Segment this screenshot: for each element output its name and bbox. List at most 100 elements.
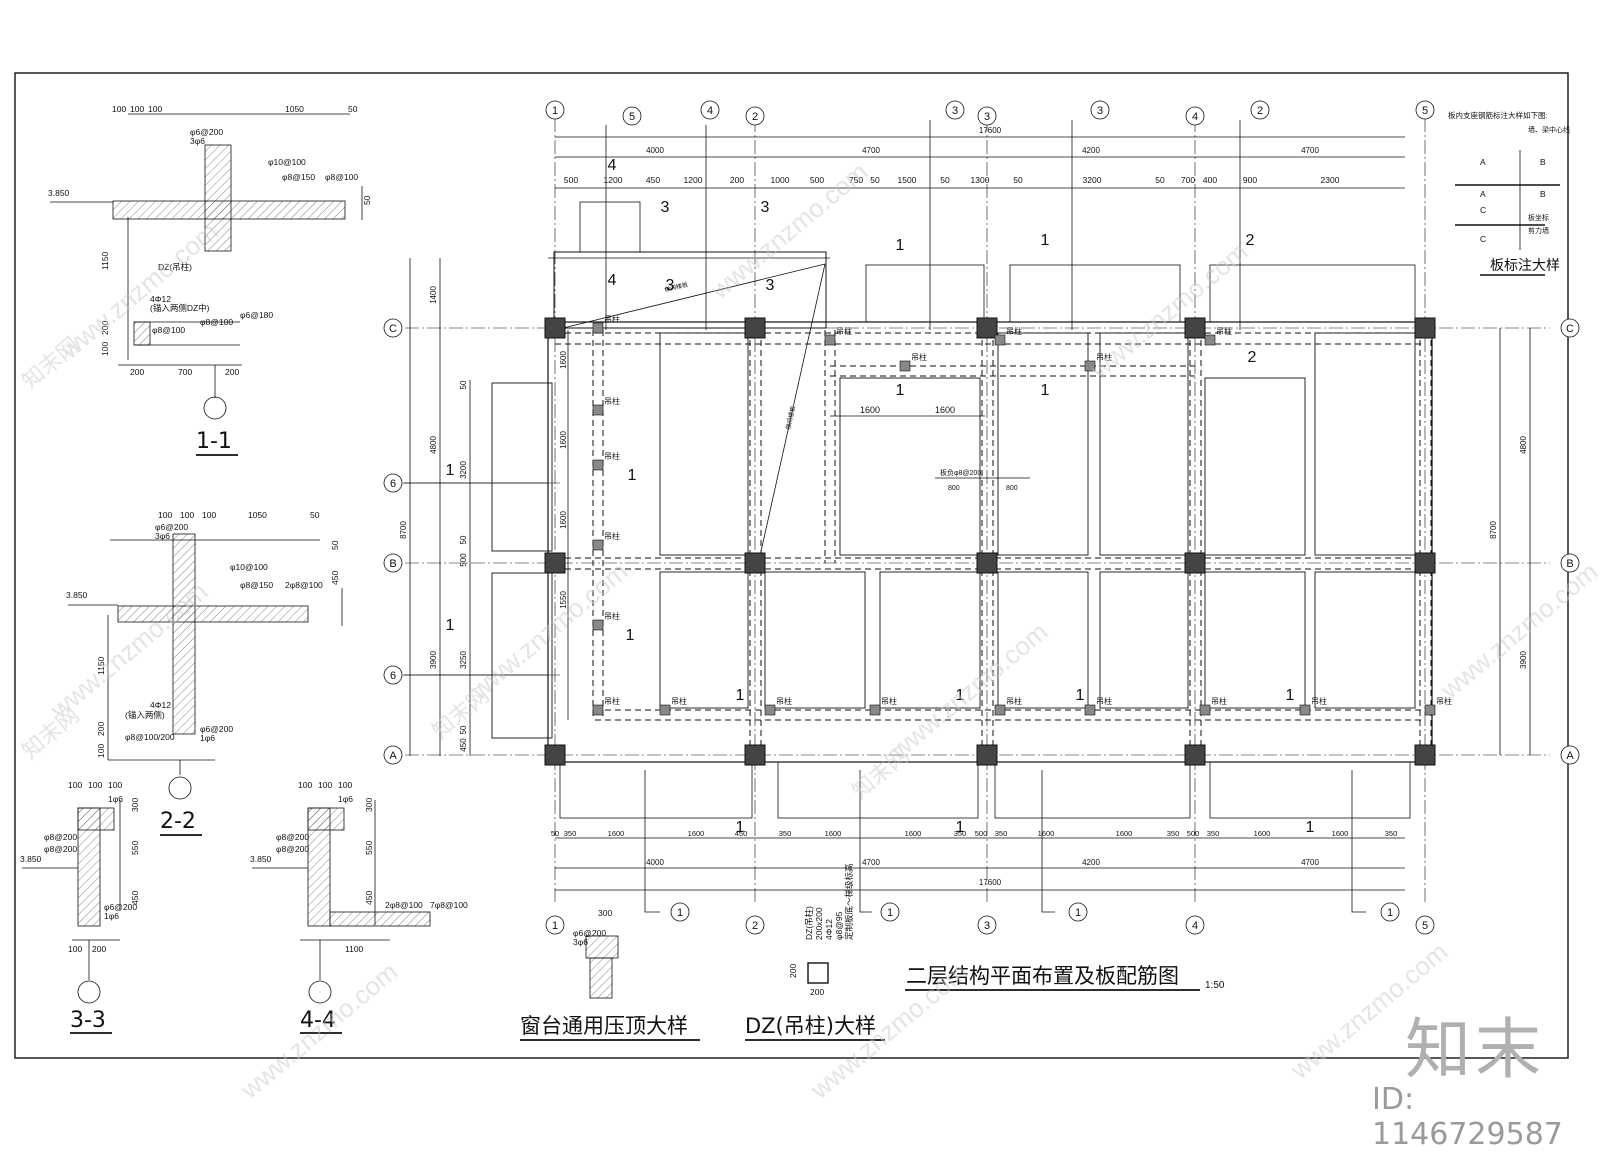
rebar-dz-d: φ8@95 — [834, 911, 844, 940]
axis-top-7: 4 — [1192, 111, 1198, 123]
dim-top-detail-4: 200 — [730, 175, 744, 185]
dim-top-bay-1: 4700 — [862, 146, 880, 155]
rebar-3-3-d: φ6@200 — [104, 902, 137, 912]
dim-left-13: 50 — [459, 725, 468, 734]
slab-id-8: 2 — [1246, 232, 1255, 249]
dim-left-8: 1600 — [559, 511, 568, 529]
hanger-column-15 — [899, 360, 911, 372]
detail-slab-mark — [1455, 150, 1560, 276]
axis-bottom-1-circle — [670, 902, 690, 922]
hanger-label-9: 吊柱 — [1006, 696, 1022, 706]
dim-dz-b: 200 — [810, 987, 824, 997]
dim-dz-a: 200 — [788, 964, 798, 978]
elev-2-2: 3.850 — [66, 590, 88, 600]
dim-top-detail-10: 50 — [940, 175, 950, 185]
hanger-label-2: 吊柱 — [604, 451, 620, 461]
rebar-2-2-j: 1φ6 — [200, 733, 215, 743]
slab-id-12: 1 — [446, 462, 455, 479]
rebar-4-4-b: φ8@200 — [276, 832, 309, 842]
dim-top-detail-5: 1000 — [771, 175, 790, 185]
column-12 — [976, 744, 998, 766]
axis-left-3-circle — [383, 665, 403, 685]
dim-bottom-bay-0: 4000 — [646, 858, 664, 867]
hanger-column-12 — [1299, 704, 1311, 716]
hanger-label-13: 吊柱 — [1436, 696, 1452, 706]
hanger-label-3: 吊柱 — [604, 531, 620, 541]
dim-top-detail-14: 50 — [1155, 175, 1165, 185]
rebar-2-2-a: φ6@200 — [155, 522, 188, 532]
slab-id-3: 4 — [608, 272, 617, 289]
dim-left-9: 1550 — [559, 591, 568, 609]
dim-3-3-g: 100 — [68, 944, 82, 954]
rebar-4-4-c: φ8@200 — [276, 844, 309, 854]
rebar-1-1-h: (锚入两侧DZ中) — [150, 303, 210, 313]
axis-top-4: 3 — [952, 105, 958, 117]
detail-dz-column — [745, 962, 885, 1041]
axis-bottom-2: 2 — [752, 920, 758, 932]
hanger-column-5 — [592, 704, 604, 716]
axis-bottom-8: 5 — [1422, 920, 1428, 932]
slab-id-5: 3 — [766, 277, 775, 294]
column-11 — [744, 744, 766, 766]
rebar-3-3-e: 1φ6 — [104, 911, 119, 921]
dim-bottom-detail-18: 350 — [1385, 829, 1398, 838]
axis-top-8: 2 — [1257, 105, 1263, 117]
dim-top-detail-7: 750 — [849, 175, 863, 185]
column-4 — [1414, 317, 1436, 339]
slab-id-15: 1 — [736, 687, 745, 704]
label-1-1: 1-1 — [196, 429, 232, 454]
watermark-9: www.znzmo.com — [234, 956, 403, 1105]
dim-top-detail-3: 1200 — [684, 175, 703, 185]
hanger-label-1: 吊柱 — [604, 396, 620, 406]
detail-sill — [520, 935, 700, 1041]
axis-top-3: 2 — [752, 111, 758, 123]
dim-top-detail-16: 400 — [1203, 175, 1217, 185]
axis-left-2: B — [389, 558, 396, 570]
hanger-column-3 — [592, 539, 604, 551]
dim-4-4-e: 550 — [364, 841, 374, 855]
axis-left-0-circle — [383, 318, 403, 338]
axis-bottom-6: 4 — [1192, 920, 1198, 932]
column-1 — [744, 317, 766, 339]
rebar-2-2-g: (锚入两侧) — [125, 710, 165, 720]
dim-bottom-bay-1: 4700 — [862, 858, 880, 867]
dim-left-11: 50 — [459, 380, 468, 389]
hanger-label-0: 吊柱 — [604, 314, 620, 324]
slab-mark-label: 板标注大样 — [1490, 258, 1560, 274]
axis-left-4-circle — [383, 745, 403, 765]
axis-top-6: 3 — [1097, 105, 1103, 117]
rebar-1-1-i: φ6@180 — [240, 310, 273, 320]
slab-mark-a: A — [1480, 157, 1486, 167]
dim-right-1: 8700 — [1489, 521, 1498, 539]
axis-bottom-7-circle — [1380, 902, 1400, 922]
dim-top-detail-18: 2300 — [1321, 175, 1340, 185]
column-8 — [1184, 552, 1206, 574]
slab-id-6: 1 — [896, 237, 905, 254]
slab-id-16: 1 — [956, 687, 965, 704]
dim-bottom-detail-16: 1600 — [1254, 829, 1271, 838]
rebar-1-1-e: φ8@100 — [325, 172, 358, 182]
dim-left-6: 1600 — [559, 351, 568, 369]
dim-2-2-j: 50 — [330, 540, 340, 550]
elev-1-1: 3.850 — [48, 188, 70, 198]
axis-top-2: 4 — [707, 105, 713, 117]
slab-mark-n2: 板坐标 — [1528, 213, 1549, 222]
dim-1-1-k: 200 — [225, 367, 239, 377]
column-2 — [976, 317, 998, 339]
dim-2-2-g: 200 — [96, 722, 106, 736]
column-14 — [1414, 744, 1436, 766]
rebar-sill-a: φ6@200 — [573, 928, 606, 938]
dim-left-7: 1600 — [559, 431, 568, 449]
rebar-2-2-c: φ10@100 — [230, 562, 268, 572]
hanger-label-17: 吊柱 — [1096, 352, 1112, 362]
slab-mark-note: 板内支座钢筋标注大样如下图: — [1448, 110, 1548, 120]
hanger-label-11: 吊柱 — [1211, 696, 1227, 706]
rebar-4-4-d: 2φ8@100 — [385, 900, 423, 910]
axis-left-3: 6 — [390, 670, 396, 682]
column-5 — [544, 552, 566, 574]
dim-sill: 300 — [598, 908, 612, 918]
rebar-dz-c: 4Φ12 — [824, 919, 834, 940]
dim-2-2-c: 100 — [202, 510, 216, 520]
dim-bottom-detail-15: 350 — [1207, 829, 1220, 838]
